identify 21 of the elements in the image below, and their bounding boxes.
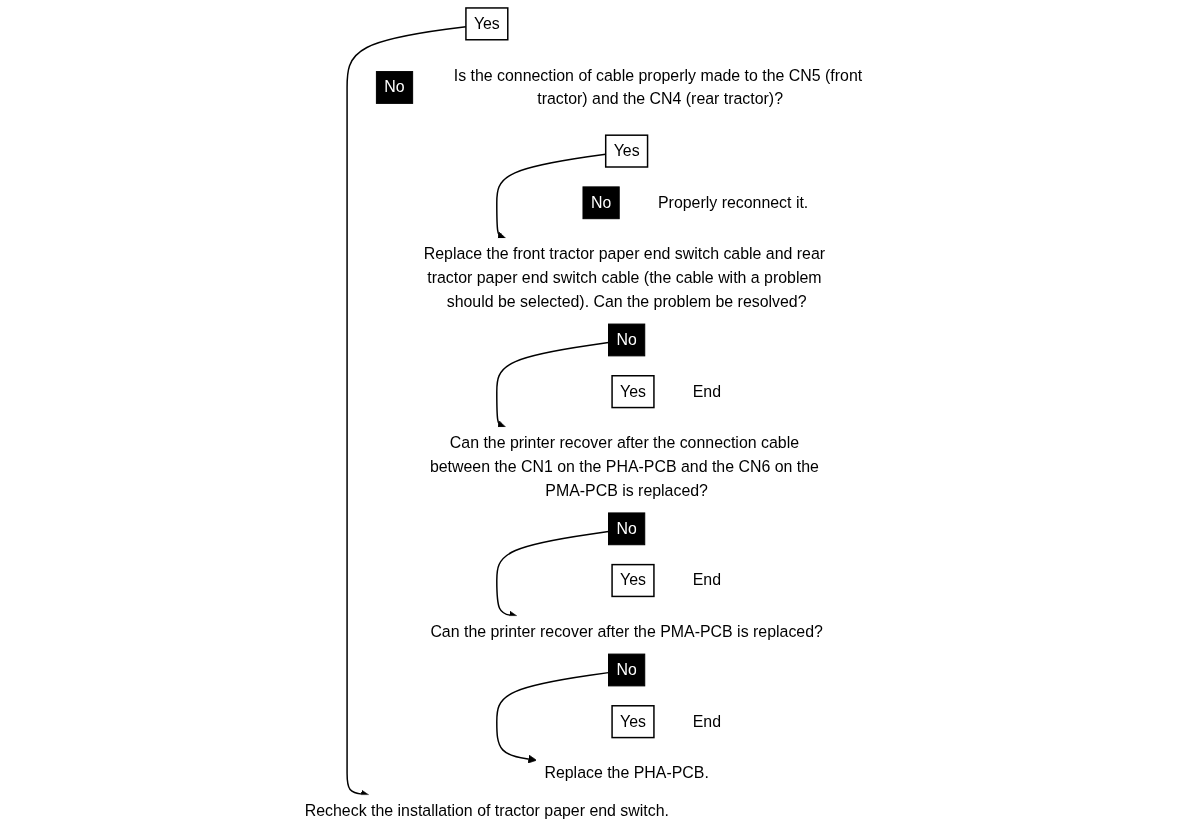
node-box: Yes [465, 7, 509, 41]
node-label: Properly reconnect it. [658, 193, 809, 211]
node-text: Can the printer recover after the PMA-PCB is replaced? [430, 623, 824, 641]
node-box: Yes [605, 134, 649, 168]
node-label: End [693, 712, 722, 730]
arrow [496, 671, 610, 764]
node-box: Yes [611, 375, 656, 409]
node-box: Yes [611, 563, 656, 598]
node-text: Replace the front tractor paper end switch cable and rear tractor paper end switch cable (the cable with a problem should be selected). Can the problem be resolved? [424, 245, 826, 311]
node-label: End [693, 382, 722, 400]
node-label: End [693, 571, 722, 589]
node-box: No [608, 512, 646, 546]
node-box: No [608, 323, 646, 357]
node-text: Recheck the installation of tractor paper end switch. [305, 802, 670, 820]
node-box: No [376, 71, 414, 104]
node-box: No [582, 186, 621, 220]
node-box: Yes [611, 705, 656, 739]
node-text: Can the printer recover after the connection cable between the CN1 on the PHA-PCB and the CN6 on the PMA-PCB is replaced? [430, 434, 820, 500]
node-box: No [608, 653, 646, 687]
node-label: Is the connection of cable properly made to the CN5 (front tractor) and the CN4 (rear tractor)? [454, 66, 863, 108]
node-text: Replace the PHA-PCB. [544, 764, 710, 782]
